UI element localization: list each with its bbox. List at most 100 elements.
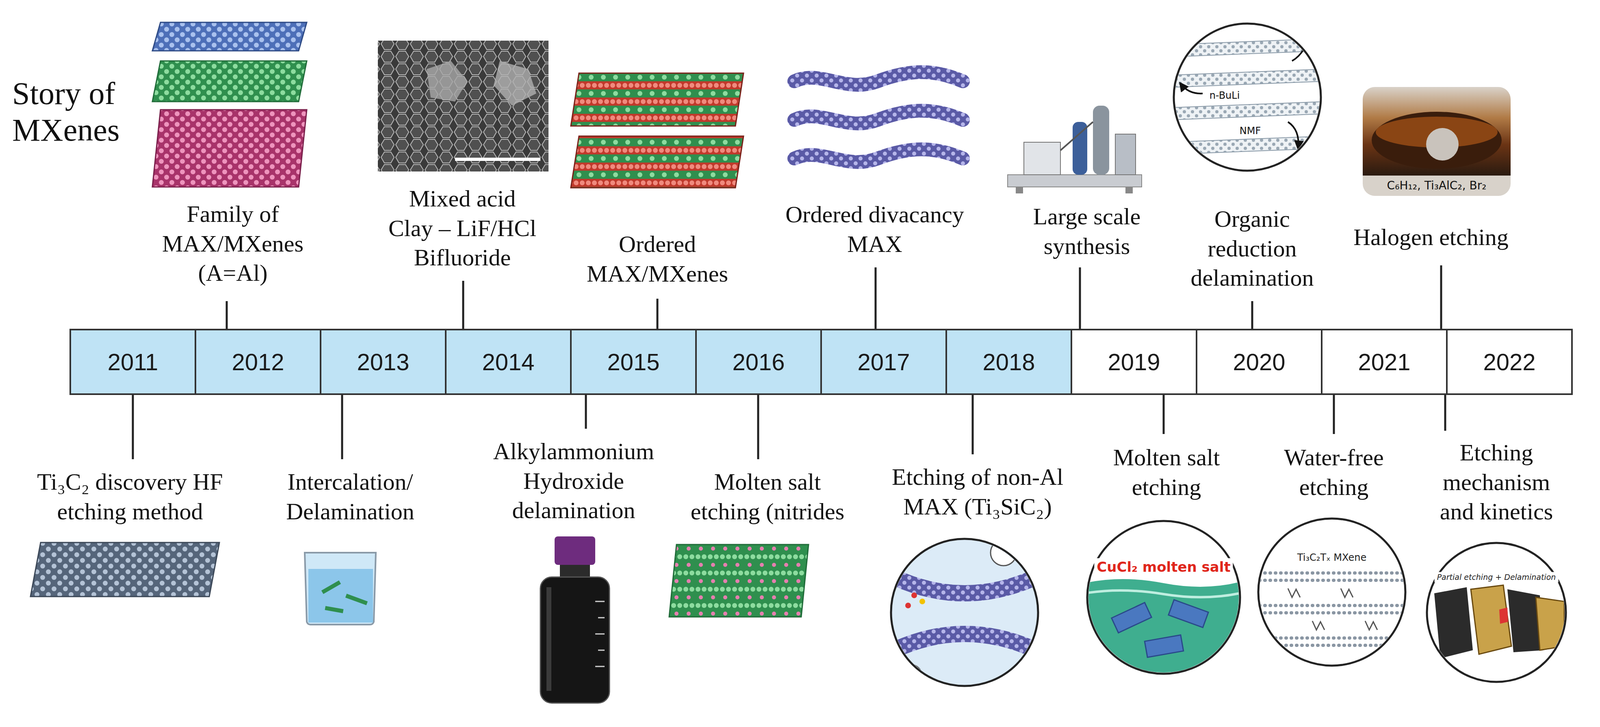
year-label: 2014 <box>481 348 535 376</box>
year-box: 2022 <box>1446 328 1573 395</box>
milestone-label: Etching mechanism and kinetics <box>1435 437 1558 527</box>
non-al-circle-part-part <box>919 598 926 605</box>
nitride-layer-part <box>669 544 809 617</box>
water-free-circle-part-part-part <box>1259 571 1406 575</box>
ordered-max-layers <box>570 73 744 188</box>
delamination-circle-part <box>1170 30 1325 155</box>
leader-lines-part <box>1333 394 1336 434</box>
leader-lines-part <box>1444 394 1447 431</box>
bottle-part-part <box>595 665 605 668</box>
halogen-photo-part-part <box>1426 127 1459 161</box>
leader-lines-part <box>462 280 465 329</box>
halogen-photo-part-part <box>1362 175 1511 196</box>
year-box: 2018 <box>945 328 1073 395</box>
year-label: 2020 <box>1232 348 1286 376</box>
non-al-circle-part-part <box>893 576 1037 594</box>
leader-lines <box>132 265 1446 460</box>
molten-salt-circle-part-part <box>1111 602 1152 633</box>
lab-apparatus-part <box>1115 134 1136 175</box>
non-al-circle <box>891 538 1039 689</box>
halogen-photo-part-part <box>1371 111 1502 169</box>
year-label: 2016 <box>732 348 785 376</box>
lab-apparatus-part <box>1125 186 1133 194</box>
ti3c2-layer-part <box>30 542 220 597</box>
year-box: 2015 <box>570 328 697 395</box>
year-box: 2021 <box>1320 328 1448 395</box>
mechanism-circle-part <box>1434 585 1565 659</box>
delamination-circle-part-part <box>1170 101 1325 120</box>
divacancy-layers-part <box>794 149 963 163</box>
lab-apparatus-part <box>1015 186 1024 194</box>
sem-image-part <box>426 60 468 102</box>
mechanism-circle-part-part <box>1499 607 1509 624</box>
leader-lines-part <box>656 298 659 329</box>
nitride-layer <box>669 544 809 617</box>
year-label: 2012 <box>231 348 285 376</box>
milestone-label: Water-free etching <box>1277 442 1391 502</box>
year-label: 2021 <box>1357 348 1411 376</box>
year-box: 2016 <box>695 328 822 395</box>
bottle-part-part <box>598 649 605 651</box>
milestone-label: Ordered divacancy MAX <box>781 199 968 259</box>
bottle-part-part <box>598 617 605 619</box>
bottle-part-part <box>595 633 605 635</box>
bottle <box>540 536 610 703</box>
leader-lines-part <box>585 394 588 429</box>
year-box: 2012 <box>194 328 322 395</box>
milestone-label: Family of MAX/MXenes (A=Al) <box>157 199 308 289</box>
lab-apparatus-part <box>1007 174 1142 187</box>
non-al-circle-part-part <box>911 592 918 599</box>
year-label: 2022 <box>1482 348 1536 376</box>
water-free-circle-part-part-part <box>1340 588 1353 598</box>
molten-salt-circle-part <box>1084 578 1244 679</box>
milestone-label: Halogen etching <box>1346 222 1516 253</box>
year-label: 2015 <box>607 348 660 376</box>
non-al-circle-part-part <box>905 602 911 609</box>
lab-apparatus-part <box>1092 105 1110 175</box>
mechanism-circle-part-part <box>1470 585 1512 655</box>
water-free-circle-part-part-part <box>1259 578 1406 582</box>
leader-lines-part <box>341 394 344 460</box>
year-box: 2019 <box>1070 328 1198 395</box>
water-free-circle-part-part-part <box>1259 636 1406 640</box>
sem-image-part <box>493 60 537 106</box>
mechanism-circle-part <box>1426 542 1566 682</box>
water-free-circle-part-part-part <box>1287 588 1301 598</box>
mechanism-circle-part-part <box>1434 587 1473 659</box>
delamination-circle <box>1170 23 1325 171</box>
non-al-circle-part-part <box>990 539 1017 566</box>
year-box: 2014 <box>444 328 572 395</box>
max-family-layers <box>152 22 307 187</box>
leader-lines-part <box>1251 301 1254 329</box>
milestone-label: Ordered MAX/MXenes <box>583 229 732 289</box>
beaker-part <box>324 605 344 614</box>
lab-apparatus <box>1007 105 1142 194</box>
leader-lines-part <box>874 267 877 329</box>
water-free-circle-part-part <box>1287 588 1378 630</box>
leader-lines-part <box>1079 267 1082 329</box>
halogen-photo <box>1362 86 1511 196</box>
divacancy-layers-part <box>794 110 963 124</box>
milestone-label: Large scale synthesis <box>1029 201 1145 261</box>
leader-lines-part <box>757 394 760 460</box>
milestone-label: Ti₃C₂ discovery HF etching method <box>26 467 234 527</box>
year-box: 2020 <box>1195 328 1323 395</box>
divacancy-layers-part <box>794 72 963 85</box>
lab-apparatus-part <box>1060 121 1093 151</box>
non-al-circle-part-part <box>893 633 1037 651</box>
bottle-part <box>595 601 605 667</box>
year-label: 2013 <box>356 348 410 376</box>
max-family-layers-part <box>152 109 307 187</box>
year-label: 2019 <box>1107 348 1160 376</box>
sem-image-part <box>377 40 549 172</box>
figure-label: CuCl₂ molten salt <box>1094 558 1233 576</box>
ti3c2-layer <box>30 542 220 597</box>
mechanism-circle <box>1426 542 1566 682</box>
non-al-circle-part <box>891 538 1039 686</box>
beaker-part <box>304 552 376 625</box>
water-free-circle-part <box>1258 518 1406 666</box>
water-free-circle-part-part <box>1259 572 1406 646</box>
year-box: 2017 <box>820 328 948 395</box>
max-family-layers-part <box>152 22 307 51</box>
non-al-circle-part-part <box>897 664 923 689</box>
